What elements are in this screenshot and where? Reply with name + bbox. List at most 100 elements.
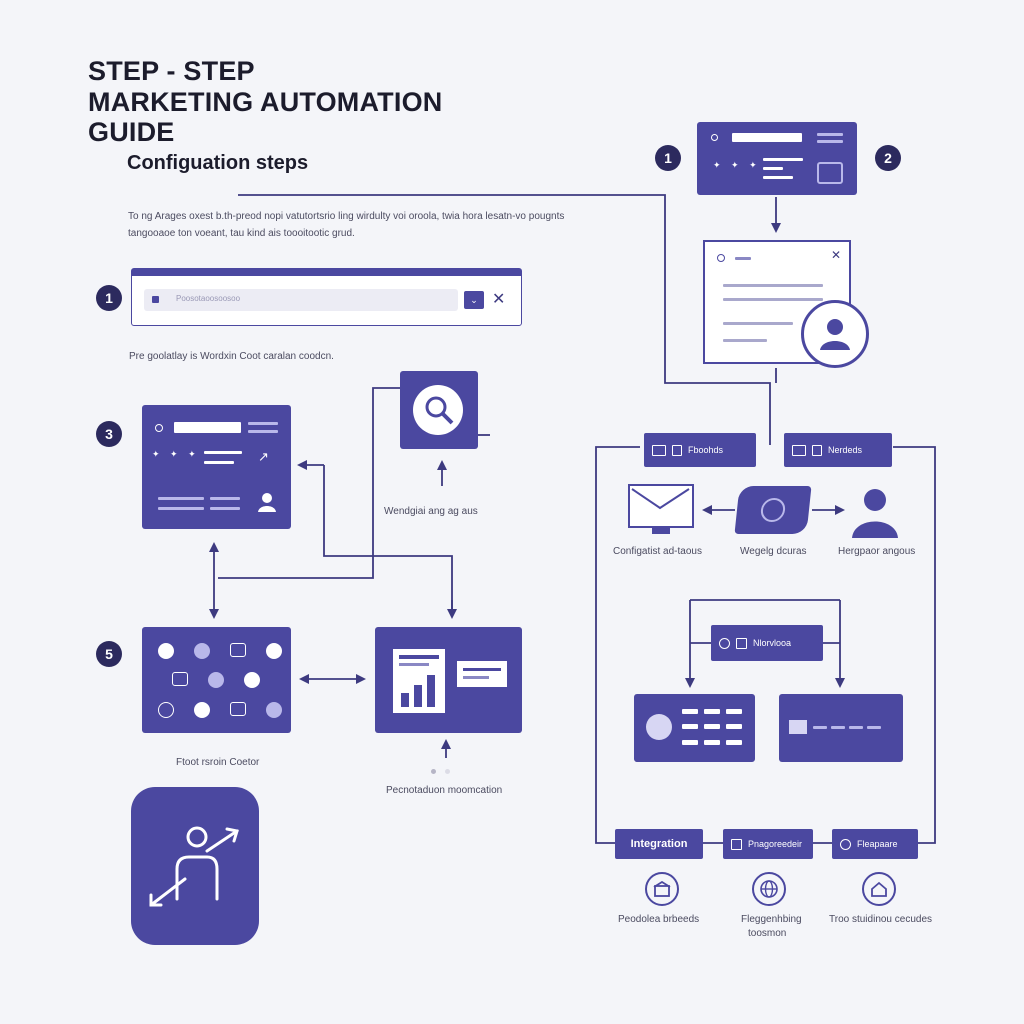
panel-line [813, 726, 827, 729]
house-icon [862, 872, 896, 906]
dashboard-panel: ✦ ✦ ✦ ↗ [142, 405, 291, 529]
chip-newsletter[interactable]: Nlorvlooa [711, 625, 823, 661]
grid-icon [266, 701, 282, 718]
window-line [723, 284, 823, 287]
bottom-caption-mid-1: Fleggenhbing [741, 914, 802, 925]
user-avatar [801, 300, 869, 368]
step-number-top-right-a: 1 [655, 145, 681, 171]
search-badge [413, 385, 463, 435]
close-icon[interactable]: ✕ [492, 291, 506, 308]
card-line [763, 176, 793, 179]
tag-icon [736, 637, 747, 649]
growth-app-tile[interactable] [131, 787, 259, 945]
dashboard-line [158, 497, 204, 500]
search-input[interactable]: Poosotaoosoosoo [144, 289, 458, 311]
report-panel [375, 627, 522, 733]
segment-dots [682, 709, 742, 749]
step-number-icon-grid: 5 [96, 641, 122, 667]
dashboard-line [248, 422, 278, 425]
person-growth-icon [149, 826, 239, 907]
grid-icon [244, 672, 260, 689]
search-caption: Pre goolatlay is Wordxin Coot caralan co… [129, 351, 334, 362]
search-box [400, 371, 478, 449]
segment-panel [634, 694, 755, 762]
window-dot-icon [717, 254, 725, 262]
sparkle-icon: ✦ ✦ ✦ [713, 160, 761, 170]
chip-feature-label: Fleapaare [857, 839, 898, 849]
person-icon [852, 489, 898, 538]
user-icon [719, 637, 730, 649]
user-icon [258, 493, 276, 512]
grid-icon [266, 643, 282, 659]
bar-chart-icon [393, 649, 445, 713]
dashboard-header-bar [174, 422, 241, 433]
window-line [723, 298, 823, 301]
dropdown-icon: ⌄ [470, 295, 478, 305]
dropdown-button[interactable]: ⌄ [464, 291, 484, 309]
window-titlebar [132, 269, 521, 276]
panel-line [867, 726, 881, 729]
search-placeholder: Poosotaoosoosoo [176, 294, 241, 303]
chip-programmer[interactable]: Pnagoreedeir [723, 829, 813, 859]
flag-icon [731, 838, 742, 850]
dashboard-line [210, 507, 240, 510]
envelope-icon [631, 488, 690, 510]
search-window: Poosotaoosoosoo ⌄ ✕ [131, 268, 522, 326]
card-header-bar [732, 133, 802, 142]
grid-icon [230, 643, 246, 657]
chip-integration-label: Integration [630, 838, 688, 850]
segment-circle-icon [646, 714, 672, 740]
mail-panel [779, 694, 903, 762]
chip-feature[interactable]: Fleapaare [832, 829, 918, 859]
close-icon[interactable]: ✕ [831, 248, 842, 262]
center-caption: Wegelg dcuras [740, 546, 807, 557]
step-number-dashboard: 3 [96, 421, 122, 447]
icon-grid-caption: Ftoot rsroin Coetor [176, 757, 260, 768]
grid-icon [194, 701, 210, 718]
title-line-2: MARKETING AUTOMATION [88, 87, 443, 117]
wallet-icon [734, 486, 812, 534]
envelope-icon [652, 444, 666, 456]
search-icon [152, 296, 159, 303]
person-caption: Hergpaor angous [838, 546, 916, 557]
grid-icon [172, 672, 188, 687]
grid-icon [230, 701, 246, 716]
dashboard-line [204, 461, 234, 464]
envelope-icon [789, 720, 807, 734]
monitor-stand [652, 528, 670, 534]
chip-integration[interactable]: Integration [615, 829, 703, 859]
card-line [817, 133, 843, 136]
card-line [763, 158, 803, 161]
dashboard-line [210, 497, 240, 500]
chip-needs[interactable]: Nerdeds [784, 433, 892, 467]
step-number-top-right-b: 2 [875, 145, 901, 171]
subtitle: Configuation steps [127, 152, 309, 174]
dashboard-line [248, 430, 278, 433]
window-line [723, 322, 793, 325]
document-icon [672, 444, 682, 456]
intro-text-line-2: tangooaoe ton voeant, tau kind ais toooi… [128, 228, 355, 239]
chat-icon [840, 838, 851, 850]
globe-icon [752, 872, 786, 906]
chip-needs-label: Nerdeds [828, 445, 863, 455]
coin-icon [759, 498, 787, 522]
pager-dot[interactable] [445, 769, 450, 774]
grid-icon [194, 643, 210, 659]
chip-programmer-label: Pnagoreedeir [748, 839, 803, 849]
icon-grid-panel [142, 627, 291, 733]
trend-arrow-icon: ↗ [258, 449, 269, 464]
chip-newsletter-label: Nlorvlooa [753, 638, 792, 648]
card-line [763, 167, 783, 170]
email-monitor-icon [628, 484, 694, 528]
step-number-search: 1 [96, 285, 122, 311]
pager-dot[interactable] [431, 769, 436, 774]
envelope-icon [792, 444, 806, 456]
search-box-caption: Wendgiai ang ag aus [384, 506, 478, 517]
intro-text-line-1: To ng Arages oxest b.th-preod nopi vatut… [128, 211, 565, 222]
dashboard-dot-icon [155, 424, 163, 432]
grid-icon [158, 701, 174, 718]
chip-contacts[interactable]: Fboohds [644, 433, 756, 467]
dashboard-line [158, 507, 204, 510]
store-icon [645, 872, 679, 906]
